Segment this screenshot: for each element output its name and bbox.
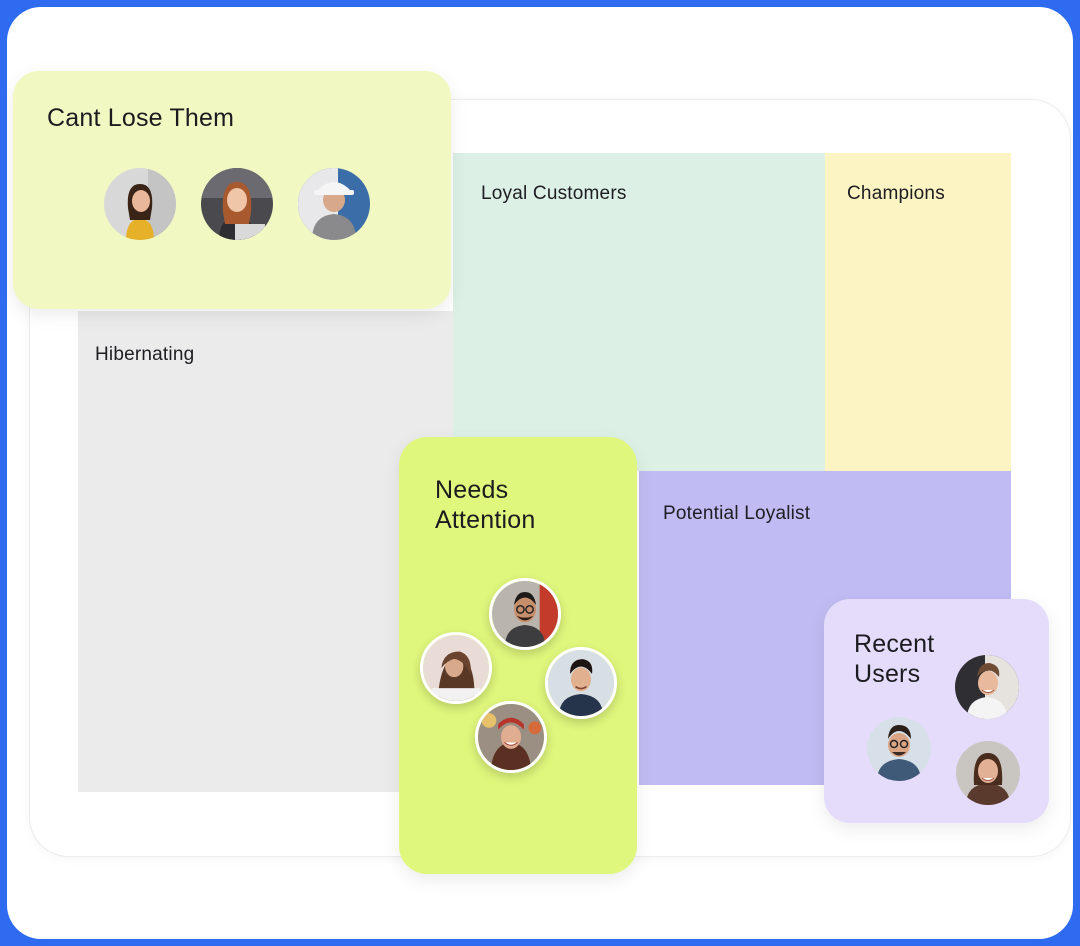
person-photo-icon [298, 168, 370, 240]
avatar [489, 578, 561, 650]
person-photo-icon [867, 717, 931, 781]
card-title-recent-users: Recent Users [854, 629, 934, 689]
person-photo-icon [104, 168, 176, 240]
card-needs-attention[interactable]: Needs Attention [399, 437, 637, 874]
card-title-line: Recent [854, 630, 935, 658]
card-recent-users[interactable]: Recent Users [824, 599, 1049, 823]
avatar [420, 632, 492, 704]
person-photo-icon [423, 635, 489, 701]
segment-champions[interactable]: Champions [825, 153, 1011, 471]
segment-label-potential-loyalist: Potential Loyalist [663, 503, 811, 524]
person-photo-icon [955, 655, 1019, 719]
segment-label-hibernating: Hibernating [95, 344, 195, 365]
person-photo-icon [548, 650, 614, 716]
avatar [298, 168, 370, 240]
segment-hibernating[interactable]: Hibernating [78, 311, 453, 792]
card-title-line: Attention [435, 506, 536, 534]
card-title-needs-attention: Needs Attention [435, 475, 535, 535]
avatar [955, 655, 1019, 719]
card-title-line: Needs [435, 476, 509, 504]
avatar [475, 701, 547, 773]
avatar [201, 168, 273, 240]
avatar [545, 647, 617, 719]
person-photo-icon [478, 704, 544, 770]
person-photo-icon [492, 581, 558, 647]
segment-label-loyal-customers: Loyal Customers [481, 183, 627, 204]
avatar [104, 168, 176, 240]
card-title-cant-lose-them: Cant Lose Them [47, 104, 235, 132]
avatar [956, 741, 1020, 805]
app-frame: Hibernating Loyal Customers Champions Po… [7, 7, 1073, 939]
segment-loyal-customers[interactable]: Loyal Customers [453, 153, 825, 471]
card-title-line: Users [854, 660, 921, 688]
segment-label-champions: Champions [847, 183, 945, 204]
avatar [867, 717, 931, 781]
card-cant-lose-them[interactable]: Cant Lose Them [13, 71, 451, 309]
person-photo-icon [956, 741, 1020, 805]
person-photo-icon [201, 168, 273, 240]
